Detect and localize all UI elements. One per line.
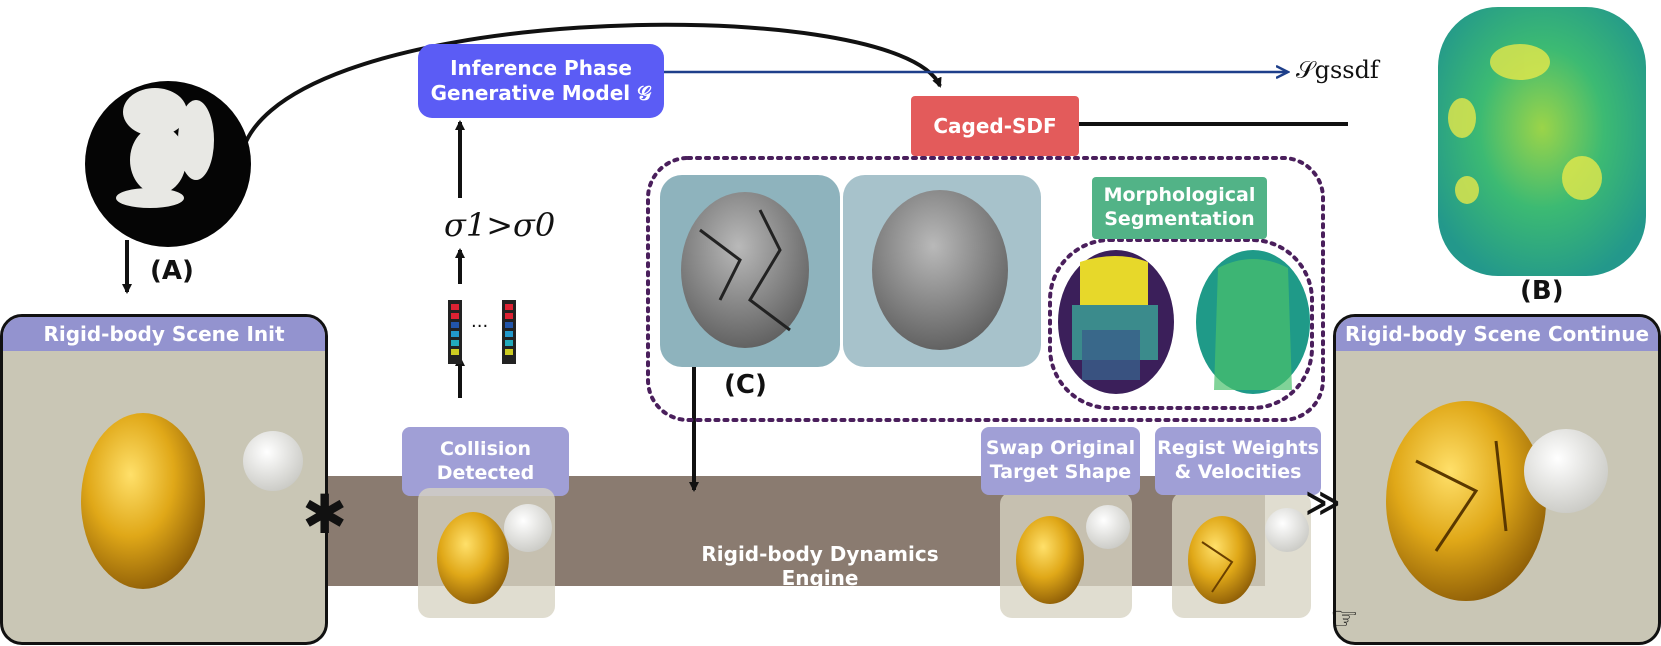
star-marker-icon: ✱	[302, 483, 348, 546]
swap-thumb	[1000, 492, 1132, 618]
scene-init-title: Rigid-body Scene Init	[3, 317, 325, 351]
regist-thumb	[1172, 492, 1311, 618]
heatmap-b	[1438, 7, 1646, 276]
heatmap-highlights	[1448, 44, 1602, 204]
label-b: (B)	[1520, 276, 1564, 306]
scene-continue-panel: Rigid-body Scene Continue	[1333, 314, 1661, 645]
pointing-hand-icon: ☞	[1330, 599, 1359, 637]
sdf-symbol: 𝒮gssdf	[1296, 56, 1379, 84]
inference-node: Inference Phase Generative Model 𝒢	[418, 44, 664, 118]
regist-node: Regist Weights & Velocities	[1155, 427, 1321, 495]
score-bars-icon	[448, 300, 516, 364]
seg-dotted-frame	[1048, 238, 1314, 410]
scene-continue-title: Rigid-body Scene Continue	[1336, 317, 1658, 351]
label-c: (C)	[724, 370, 767, 400]
sigma-label: σ1>σ0	[444, 206, 556, 244]
white-squirrel-icon	[116, 88, 214, 208]
collision-node: Collision Detected	[402, 427, 569, 496]
c-dotted-frame	[646, 156, 1325, 422]
collision-thumb	[418, 488, 555, 618]
curve-arrow	[238, 22, 942, 166]
label-a: (A)	[150, 256, 194, 286]
bars-ellipsis: ···	[471, 316, 489, 337]
morph-seg-node: Morphological Segmentation	[1092, 177, 1267, 239]
caged-sdf-node: Caged-SDF	[911, 96, 1079, 156]
engine-label: Rigid-body Dynamics Engine	[701, 542, 939, 590]
swap-node: Swap Original Target Shape	[981, 427, 1140, 495]
double-chevron-icon: ≫	[1305, 483, 1341, 523]
scene-init-panel: Rigid-body Scene Init	[0, 314, 328, 645]
